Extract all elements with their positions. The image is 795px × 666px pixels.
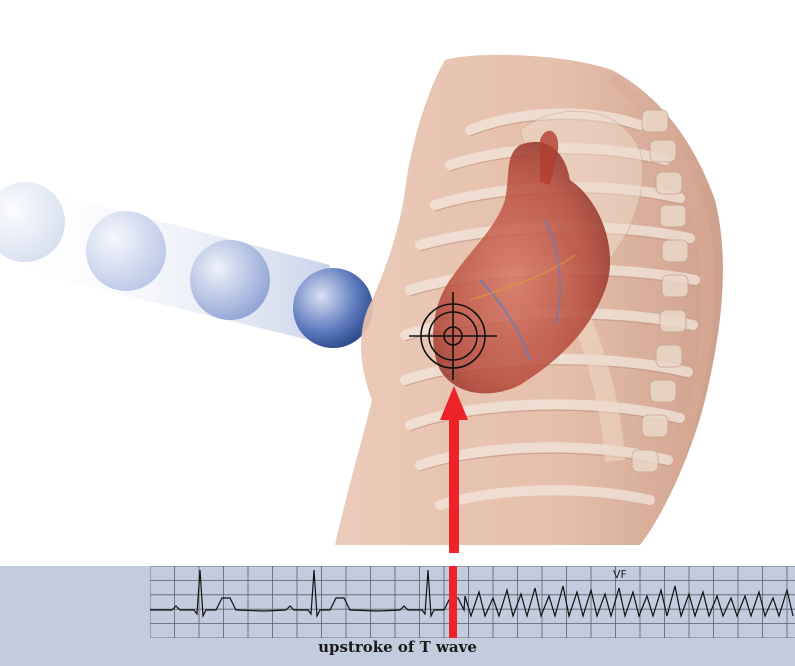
ball-icon — [293, 268, 373, 348]
t-wave-marker — [449, 566, 457, 638]
ball-ghost-2 — [86, 211, 166, 291]
rhythm-label: VF — [613, 568, 627, 581]
ecg-strip — [150, 566, 795, 638]
ball-ghost-3 — [190, 240, 270, 320]
caption: upstroke of T wave — [0, 638, 795, 656]
